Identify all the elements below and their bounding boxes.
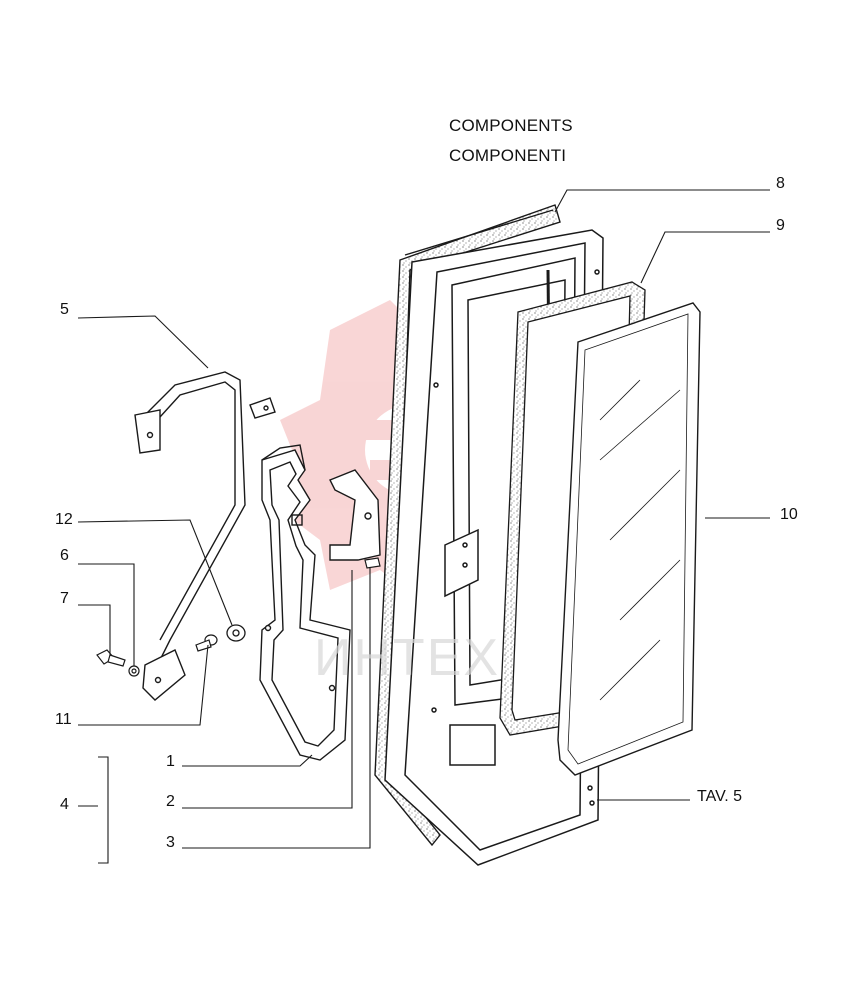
watermark-text: ИНТЕХ	[314, 629, 501, 687]
callout-7: 7	[60, 590, 69, 607]
callout-6: 6	[60, 547, 69, 564]
glass-pane	[557, 302, 701, 776]
title-italian: COMPONENTI	[449, 146, 567, 165]
callout-9: 9	[776, 217, 785, 234]
callout-10: 10	[780, 506, 798, 523]
callout-5: 5	[60, 301, 69, 318]
callout-1: 1	[166, 753, 175, 770]
callout-4: 4	[60, 796, 69, 813]
callout-3: 3	[166, 834, 175, 851]
callout-8: 8	[776, 175, 785, 192]
callout-table-ref: TAV. 5	[697, 788, 743, 805]
callout-2: 2	[166, 793, 175, 810]
striker-plate	[329, 469, 381, 561]
leader-lines	[77, 189, 770, 864]
latch-bracket	[259, 444, 351, 761]
title-english: COMPONENTS	[449, 116, 573, 135]
grab-handle	[134, 371, 276, 701]
bolt-and-washer	[96, 649, 140, 677]
screw	[195, 634, 218, 652]
callout-12: 12	[55, 511, 73, 528]
pin	[364, 557, 381, 569]
callout-11: 11	[55, 711, 72, 728]
washer	[226, 624, 246, 642]
